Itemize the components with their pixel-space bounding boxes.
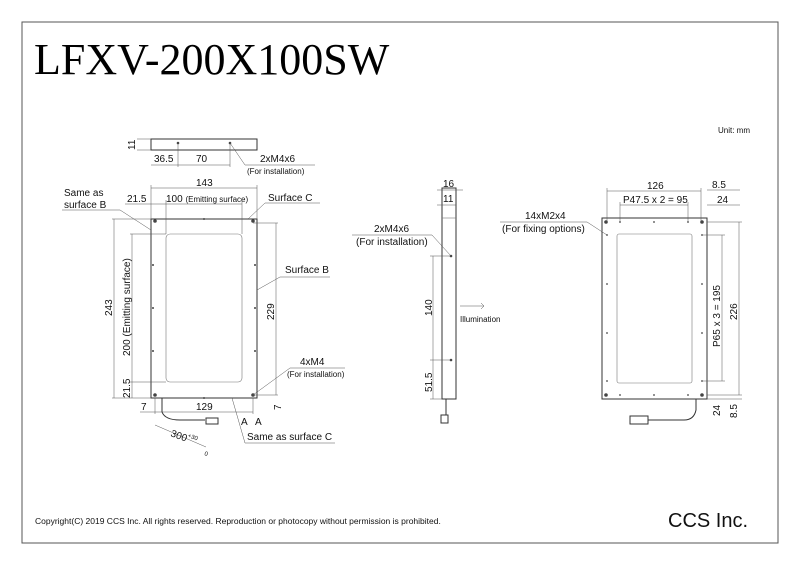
cable — [161, 398, 205, 421]
back-hole-label: 14xM2x4 — [525, 211, 566, 222]
drawing-title: LFXV-200X100SW — [34, 35, 390, 84]
dim-11: 11 — [127, 139, 138, 150]
dim-21-5-top: 21.5 — [127, 194, 147, 205]
surface-b-label: Surface B — [285, 265, 329, 276]
back-cable — [648, 399, 697, 421]
back-hole-note: (For fixing options) — [502, 224, 585, 235]
dim-11-side: 11 — [443, 194, 454, 205]
front-body — [150, 218, 258, 399]
sheet-border — [21, 21, 779, 544]
dim-200: 200 (Emitting surface) — [122, 258, 133, 356]
dim-229: 229 — [266, 303, 277, 320]
hole-label: 2xM4x6 — [260, 154, 295, 165]
back-window — [616, 233, 693, 384]
section-a-label-2: A — [255, 417, 262, 428]
dim-70: 70 — [196, 154, 208, 165]
back-connector — [629, 415, 649, 425]
top-view: 11 36.5 70 2xM4x6 (For installation) — [127, 138, 315, 176]
unit-label: Unit: mm — [718, 126, 750, 135]
side-hole-note: (For installation) — [356, 237, 428, 248]
dim-8-5-top: 8.5 — [712, 180, 726, 191]
dim-100: 100 (Emitting surface) — [166, 194, 248, 205]
dim-7-left: 7 — [141, 402, 147, 413]
dim-8-5-bottom: 8.5 — [729, 404, 740, 418]
dim-300-cable: 300+30 — [169, 428, 199, 449]
same-as-b-label-2: surface B — [64, 200, 107, 211]
surface-c-label: Surface C — [268, 193, 312, 204]
dim-16: 16 — [443, 179, 455, 190]
back-body — [601, 217, 708, 400]
top-view-body — [150, 138, 258, 151]
front-view: 143 21.5 100 (Emitting surface) Same as … — [62, 178, 345, 458]
dim-21-5-bottom: 21.5 — [122, 378, 133, 398]
dim-143: 143 — [196, 178, 213, 189]
side-hole-label: 2xM4x6 — [374, 224, 409, 235]
pitch-x: P47.5 x 2 = 95 — [623, 195, 688, 206]
same-as-b-label: Same as — [64, 188, 103, 199]
connector — [205, 417, 219, 425]
dim-226: 226 — [729, 303, 740, 320]
side-body — [441, 187, 457, 400]
hole-label-4xm4: 4xM4 — [300, 357, 325, 368]
dim-24-bottom: 24 — [712, 404, 723, 416]
illumination-label: Illumination — [460, 315, 500, 324]
dim-126: 126 — [647, 181, 664, 192]
side-connector — [440, 414, 449, 424]
emitting-surface — [165, 233, 243, 383]
company-name: CCS Inc. — [668, 510, 748, 532]
dim-7-right: 7 — [273, 404, 284, 410]
section-a-label: A — [241, 417, 248, 428]
dim-129: 129 — [196, 402, 213, 413]
dim-243: 243 — [104, 299, 115, 316]
pitch-y: P65 x 3 = 195 — [712, 285, 723, 347]
hole-note: (For installation) — [247, 167, 305, 176]
cable-tolerance-lower: 0 — [203, 451, 209, 458]
dim-36-5: 36.5 — [154, 154, 174, 165]
dim-51-5: 51.5 — [424, 372, 435, 392]
copyright-text: Copyright(C) 2019 CCS Inc. All rights re… — [35, 516, 441, 526]
back-view: 126 8.5 P47.5 x 2 = 95 24 14xM2x4 (For f… — [500, 180, 742, 425]
side-view: 16 11 2xM4x6 (For installation) 140 51.5… — [352, 179, 500, 424]
same-as-c-label: Same as surface C — [247, 432, 332, 443]
hole-note-4xm4: (For installation) — [287, 370, 345, 379]
dim-140: 140 — [424, 299, 435, 316]
dim-24-top: 24 — [717, 195, 729, 206]
